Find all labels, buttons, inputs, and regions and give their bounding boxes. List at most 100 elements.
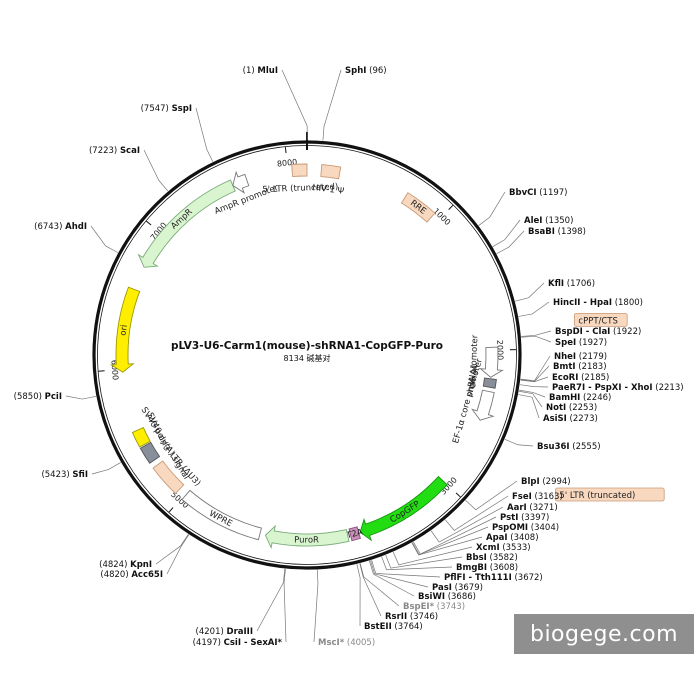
site-leader-bspei: [359, 563, 400, 607]
site-name-sfii: SfiI: [72, 470, 88, 480]
site-name-noti: NotI: [546, 403, 566, 413]
site-leader-apai: [411, 536, 483, 556]
site-pos-bspei: (3743): [434, 602, 465, 612]
site-name-aari: AarI: [507, 503, 527, 513]
site-label-bamhi: BamHI (2246): [549, 393, 611, 403]
site-label-hincii-hpai: HincII - HpaI (1800): [553, 298, 643, 308]
site-leader-hincii-hpai: [518, 301, 550, 317]
site-name-bamhi: BamHI: [549, 393, 580, 403]
site-name-apai: ApaI: [486, 533, 508, 543]
site-name-blpi: BlpI: [521, 477, 540, 487]
tick-mark-3000: [455, 492, 461, 498]
site-leader-asisi: [518, 394, 540, 419]
site-leader-bmti: [520, 365, 550, 382]
site-name-pflfi-tth111i: PflFI - Tth111I: [444, 573, 512, 583]
site-pos-acc65i: (4820): [100, 570, 131, 580]
site-name-bsiwi: BsiWI: [418, 592, 445, 602]
site-label-csii-sexai: (4197) CsiI - SexAI*: [193, 638, 283, 648]
feature-sv40-poly-a-signal: [139, 441, 161, 464]
feature-badge-cppt-cts: [573, 312, 628, 327]
site-label-asisi: AsiSI (2273): [543, 414, 598, 424]
site-name-bbvci: BbvCI: [509, 188, 537, 198]
site-name-pspomi: PspOMI: [492, 523, 528, 533]
site-name-bbsi: BbsI: [466, 553, 487, 563]
site-pos-aari: (3271): [527, 503, 558, 513]
site-label-sfii: (5423) SfiI: [41, 470, 88, 480]
site-label-bspei: BspEI* (3743): [403, 602, 465, 612]
site-name-mlui: MluI: [257, 66, 278, 76]
site-label-psti: PstI (3397): [500, 513, 549, 523]
site-leader-draiii: [256, 568, 286, 632]
feature-rre: [400, 192, 436, 223]
site-name-rsrii: RsrII: [385, 612, 407, 622]
site-name-hincii-hpai: HincII - HpaI: [553, 298, 612, 308]
feature-label-t2a: T2A: [345, 527, 365, 541]
site-leader-bsiwi: [369, 560, 415, 597]
site-label-kpni: (4824) KpnI: [99, 560, 152, 570]
site-pos-bamhi: (2246): [580, 393, 611, 403]
site-label-xcmi: XcmI (3533): [476, 543, 531, 553]
feature-3-ltr-u3: [152, 460, 185, 495]
site-pos-asisi: (2273): [567, 414, 598, 424]
site-leader-bsteii: [356, 564, 361, 627]
site-pos-draiii: (4201): [196, 627, 227, 637]
feature-wpre: [181, 489, 263, 541]
site-leader-aari: [430, 506, 504, 543]
site-label-mlui: (1) MluI: [243, 66, 278, 76]
site-pos-bsu36i: (2555): [570, 442, 601, 452]
site-pos-kpni: (4824): [99, 560, 130, 570]
site-pos-paer7i-pspxi-xhoi: (2213): [653, 383, 684, 393]
feature-label-puror: PuroR: [294, 535, 319, 545]
site-leader-bmgbi: [381, 556, 453, 571]
site-label-bspdi-clai: BspDI - ClaI (1922): [555, 327, 641, 337]
site-name-nhei: NheI: [554, 352, 576, 362]
feature-ef-1-core-promoter: [471, 389, 495, 421]
site-leader-sphi: [322, 69, 342, 141]
site-leader-pcii: [65, 395, 97, 400]
feature-hiv-1: [320, 164, 342, 180]
site-leader-rsrii: [359, 563, 382, 617]
site-label-blpi: BlpI (2994): [521, 477, 571, 487]
watermark-logo: biogege.com: [514, 614, 694, 654]
site-label-pasi: PasI (3679): [432, 583, 483, 593]
site-pos-pasi: (3679): [452, 583, 483, 593]
feature-t2a: [348, 526, 361, 542]
site-leader-sspi: [195, 107, 214, 162]
feature-label-hiv-1: HIV-1 Ψ: [312, 183, 345, 197]
site-leader-bbsi: [385, 554, 463, 569]
site-leader-spei: [521, 335, 552, 343]
tick-label-8000: 8000: [276, 158, 297, 169]
site-name-pcii: PciI: [45, 392, 62, 402]
site-label-pflfi-tth111i: PflFI - Tth111I (3672): [444, 573, 543, 583]
site-pos-spei: (1927): [576, 338, 607, 348]
site-label-sspi: (7547) SspI: [141, 104, 192, 114]
site-name-pasi: PasI: [432, 583, 452, 593]
site-leader-msci: [313, 569, 319, 643]
site-label-pspomi: PspOMI (3404): [492, 523, 559, 533]
site-name-ahdi: AhdI: [65, 222, 87, 232]
site-leader-pflfi-tth111i: [371, 559, 441, 578]
feature-ampr-promoter: [232, 170, 250, 194]
site-label-nhei: NheI (2179): [554, 352, 607, 362]
site-label-aari: AarI (3271): [507, 503, 558, 513]
plasmid-size: 8134 碱基对: [284, 353, 331, 363]
feature-label-ori: ori: [118, 324, 129, 336]
site-label-bsabi: BsaBI (1398): [528, 227, 586, 237]
site-name-acc65i: Acc65I: [131, 570, 163, 580]
site-name-asisi: AsiSI: [543, 414, 567, 424]
site-name-bmgbi: BmgBI: [456, 563, 487, 573]
site-label-bsteii: BstEII (3764): [364, 622, 423, 632]
feature-label-u6-promoter: U6 promoter: [468, 334, 480, 389]
site-pos-psti: (3397): [518, 513, 549, 523]
tick-label-6000: 6000: [109, 359, 120, 380]
site-label-bsiwi: BsiWI (3686): [418, 592, 476, 602]
site-pos-pflfi-tth111i: (3672): [512, 573, 543, 583]
site-label-ahdi: (6743) AhdI: [34, 222, 87, 232]
site-name-draiii: DraIII: [227, 627, 253, 637]
site-label-draiii: (4201) DraIII: [196, 627, 253, 637]
site-leader-mlui: [281, 69, 308, 141]
site-leader-bbvci: [478, 191, 506, 226]
site-label-alei: AleI (1350): [524, 216, 573, 226]
